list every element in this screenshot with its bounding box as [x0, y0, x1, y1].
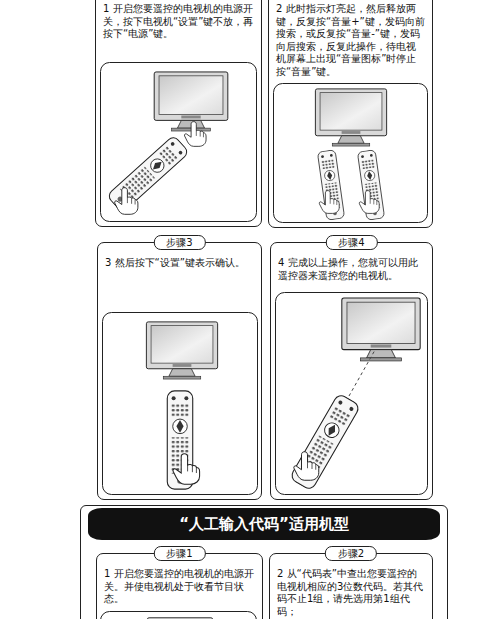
step-panel: 步骤33 然后按下“设置”键表示确认。	[97, 242, 262, 500]
step-panel: 步骤22 从“代码表”中查出您要遥控的电视机相应的3位数代码。若其代码不止1组，…	[269, 553, 433, 619]
frame-panel: “人工输入代码”适用机型步骤11 开启您要遥控的电视机的电源开关。并使电视机处于…	[80, 505, 448, 619]
step-tab: 步骤2	[325, 546, 377, 561]
signal-beam	[349, 350, 375, 396]
hand	[115, 188, 138, 215]
hand	[184, 122, 206, 147]
hand	[359, 191, 379, 214]
illustration	[100, 62, 257, 222]
step-panel: 1 开启您要遥控的电视机的电源开关，按下电视机“设置”键不放，再按下“电源”键。	[95, 0, 262, 227]
step-panel: 2 此时指示灯亮起，然后释放两键，反复按“音量+”键，发码向前搜索，或反复按“音…	[268, 0, 433, 228]
picture-frame	[101, 63, 257, 222]
title-banner: “人工输入代码”适用机型	[88, 508, 440, 540]
illustration	[102, 312, 258, 495]
step-panel: 步骤11 开启您要遥控的电视机的电源开关。并使电视机处于收看节目状态。	[96, 553, 263, 619]
hand	[294, 452, 319, 481]
illustration	[273, 83, 428, 223]
tv-set	[147, 617, 212, 619]
tv-set	[315, 89, 386, 146]
step-text: 1 开启您要遥控的电视机的电源开关。并使电视机处于收看节目状态。	[104, 568, 255, 606]
hand	[319, 191, 339, 214]
tv-set	[342, 298, 420, 361]
step-text: 2 从“代码表”中查出您要遥控的电视机相应的3位数代码。若其代码不止1组，请先选…	[277, 568, 425, 618]
hand	[173, 454, 200, 484]
picture-frame	[101, 611, 257, 619]
step-text: 4 完成以上操作，您就可以用此遥控器来遥控您的电视机。	[278, 257, 425, 282]
remote-control	[357, 150, 384, 221]
step-tab: 步骤3	[153, 235, 205, 250]
remote-control	[317, 150, 344, 221]
remote-control	[289, 393, 360, 491]
step-tab: 步骤1	[153, 546, 205, 561]
tv-set	[146, 322, 217, 379]
illustration	[100, 611, 257, 619]
remote-control	[107, 135, 190, 213]
picture-frame	[274, 84, 428, 223]
picture-frame	[276, 293, 428, 495]
picture-frame	[103, 313, 258, 495]
step-panel: 步骤44 完成以上操作，您就可以用此遥控器来遥控您的电视机。	[270, 242, 433, 500]
step-text: 2 此时指示灯亮起，然后释放两键，反复按“音量+”键，发码向前搜索，或反复按“音…	[276, 3, 425, 78]
step-text: 1 开启您要遥控的电视机的电源开关，按下电视机“设置”键不放，再按下“电源”键。	[103, 3, 254, 41]
tv-set	[154, 72, 228, 131]
step-text: 3 然后按下“设置”键表示确认。	[105, 257, 254, 270]
illustration	[275, 292, 428, 495]
step-tab: 步骤4	[325, 235, 377, 250]
